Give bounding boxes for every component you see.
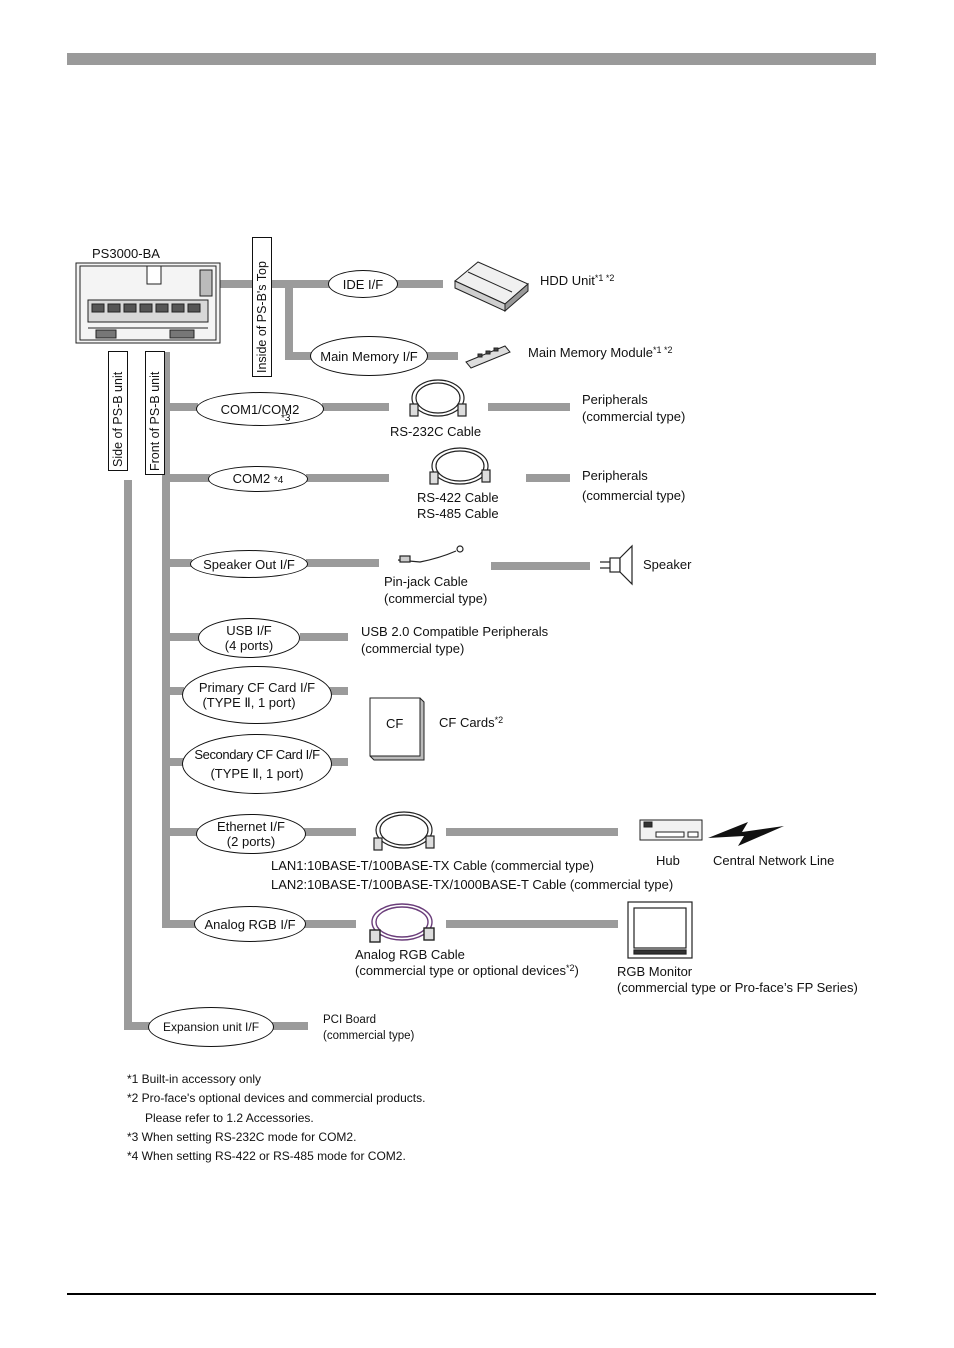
com1-com2-label: COM1/COM2: [220, 401, 300, 417]
com1-com2-oval: COM1/COM2 *3: [196, 392, 324, 426]
ethernet-cable-icon: [373, 811, 435, 851]
memory-module-label: Main Memory Module*1 *2: [528, 345, 673, 360]
com2-label: COM2 *4: [232, 470, 284, 486]
pinjack-cable-icon: [397, 545, 464, 563]
analog-rgb-label: Analog RGB I/F: [204, 916, 296, 932]
footnote-4: *4 When setting RS-422 or RS-485 mode fo…: [127, 1149, 406, 1163]
main-memory-if-oval: Main Memory I/F: [310, 336, 428, 376]
main-memory-if-label: Main Memory I/F: [320, 348, 418, 364]
cf-box-label: CF: [386, 716, 404, 731]
hdd-label: HDD Unit*1 *2: [540, 273, 615, 288]
hub-icon: [639, 819, 703, 841]
peripherals-1-line2: (commercial type): [582, 409, 686, 424]
rs232c-cable-icon: [409, 379, 467, 417]
analog-rgb-cable-icon: [369, 903, 435, 943]
usb-peripherals-line1: USB 2.0 Compatible Peripherals: [361, 624, 549, 639]
rgb-monitor-line1: RGB Monitor: [617, 964, 693, 979]
peripherals-2-line1: Peripherals: [582, 468, 648, 483]
rgb-monitor-line2: (commercial type or Pro-face’s FP Series…: [617, 980, 858, 995]
usb-if-label: USB I/F: [226, 623, 272, 638]
central-network-label: Central Network Line: [713, 853, 835, 868]
pinjack-line1: Pin-jack Cable: [384, 574, 468, 589]
secondary-cf-oval: Secondary CF Card I/F (TYPE Ⅱ, 1 port): [182, 734, 332, 794]
memory-module-icon: [465, 345, 511, 369]
rs422-cable-icon: [429, 447, 491, 485]
footer-rule: [67, 1293, 876, 1295]
pci-board-line2: (commercial type): [323, 1030, 415, 1042]
rs232c-cable-label: RS-232C Cable: [390, 424, 482, 439]
rs422-cable-label: RS-422 Cable: [417, 490, 499, 505]
expansion-if-label: Expansion unit I/F: [162, 1019, 260, 1034]
cf-cards-label: CF Cards*2: [439, 715, 504, 730]
peripherals-1-line1: Peripherals: [582, 392, 648, 407]
pci-board-line1: PCI Board: [323, 1014, 377, 1026]
ide-if-oval: IDE I/F: [328, 270, 398, 298]
primary-cf-oval: Primary CF Card I/F (TYPE Ⅱ, 1 port): [182, 666, 332, 724]
com2-oval: COM2 *4: [208, 466, 308, 492]
ethernet-if-oval: Ethernet I/F (2 ports): [196, 814, 306, 854]
speaker-label: Speaker: [643, 557, 692, 572]
rs485-cable-label: RS-485 Cable: [417, 506, 499, 521]
speaker-out-label: Speaker Out I/F: [203, 556, 295, 572]
hub-label: Hub: [656, 853, 680, 868]
expansion-if-oval: Expansion unit I/F: [148, 1007, 274, 1047]
speaker-icon: [600, 544, 633, 586]
com1-com2-note: *3: [281, 413, 291, 424]
footnote-2: *2 Pro-face's optional devices and comme…: [127, 1091, 426, 1105]
ethernet-if-label: Ethernet I/F: [217, 819, 285, 834]
usb-peripherals-line2: (commercial type): [361, 641, 465, 656]
network-line-icon: [708, 822, 784, 846]
footnote-1: *1 Built-in accessory only: [127, 1072, 262, 1086]
rgb-monitor-icon: [627, 901, 693, 959]
header-bar: [67, 53, 876, 65]
lan1-label: LAN1:10BASE-T/100BASE-TX Cable (commerci…: [271, 858, 594, 873]
device-label: PS3000-BA: [92, 246, 160, 261]
ide-if-label: IDE I/F: [342, 276, 384, 292]
side-unit-box: [108, 351, 128, 471]
pinjack-line2: (commercial type): [384, 591, 488, 606]
inside-top-box: [252, 237, 272, 377]
primary-cf-label: Primary CF Card I/F: [198, 680, 316, 695]
usb-if-oval: USB I/F (4 ports): [198, 618, 300, 658]
analog-cable-line2: (commercial type or optional devices*2): [355, 963, 579, 978]
secondary-cf-type: (TYPE Ⅱ, 1 port): [210, 766, 304, 781]
footnote-3: *3 When setting RS-232C mode for COM2.: [127, 1130, 357, 1144]
usb-if-ports: (4 ports): [224, 638, 274, 653]
ethernet-if-ports: (2 ports): [226, 834, 276, 849]
lan2-label: LAN2:10BASE-T/100BASE-TX/1000BASE-T Cabl…: [271, 877, 674, 892]
peripherals-2-line2: (commercial type): [582, 488, 686, 503]
footnote-2-cont: Please refer to 1.2 Accessories.: [145, 1111, 314, 1125]
front-unit-box: [145, 351, 165, 475]
secondary-cf-label: Secondary CF Card I/F: [194, 747, 320, 762]
speaker-out-oval: Speaker Out I/F: [190, 550, 308, 578]
analog-cable-line1: Analog RGB Cable: [355, 947, 465, 962]
cf-card-icon: [369, 697, 425, 761]
analog-rgb-oval: Analog RGB I/F: [194, 906, 306, 942]
hdd-icon: [454, 261, 529, 313]
primary-cf-type: (TYPE Ⅱ, 1 port): [202, 695, 296, 710]
